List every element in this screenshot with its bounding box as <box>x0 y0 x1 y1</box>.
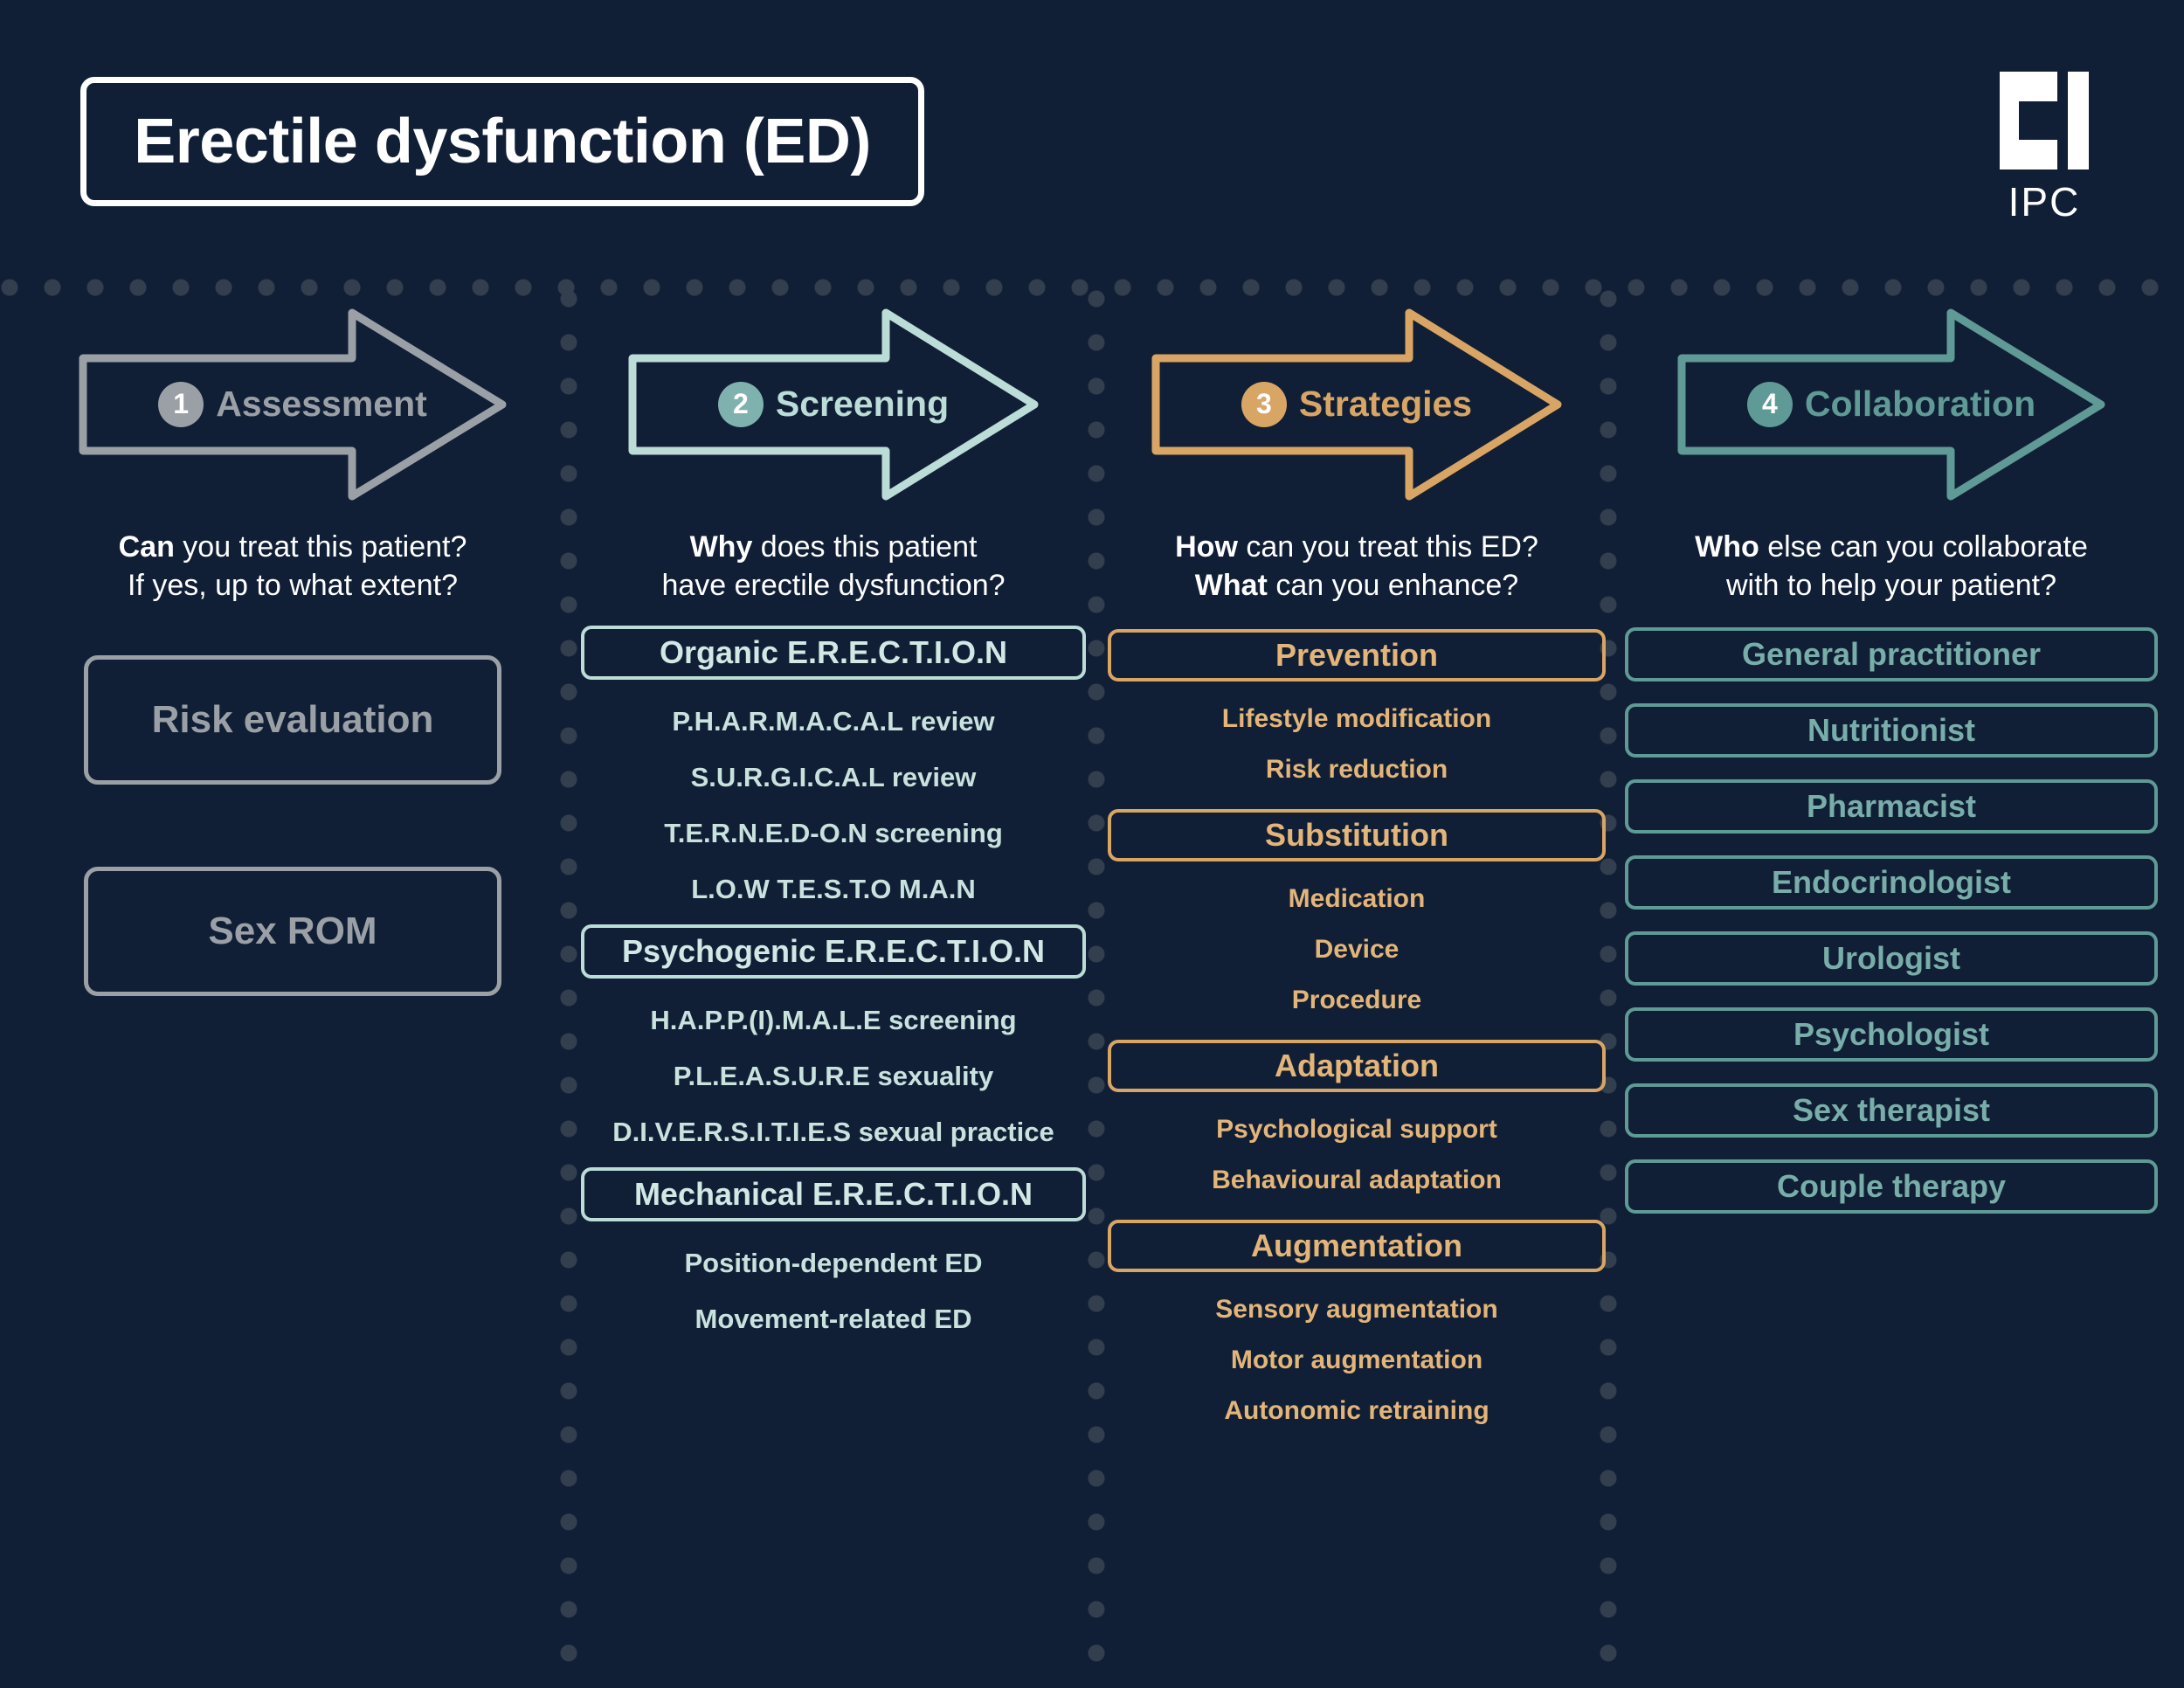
screening-item: D.I.V.E.R.S.I.T.I.E.S sexual practice <box>612 1117 1054 1148</box>
screening-group-heading-psychogenic[interactable]: Psychogenic E.R.E.C.T.I.O.N <box>581 924 1086 979</box>
strategies-group-list: Prevention Lifestyle modification Risk r… <box>1108 629 1606 1426</box>
strategies-group-heading-prevention[interactable]: Prevention <box>1108 629 1606 682</box>
screening-item: T.E.R.N.E.D-O.N screening <box>664 818 1003 849</box>
strategies-item: Procedure <box>1291 986 1422 1015</box>
collaboration-box-label: Couple therapy <box>1776 1168 2007 1205</box>
group-heading-label: Adaptation <box>1275 1048 1439 1084</box>
strategies-item: Lifestyle modification <box>1221 704 1492 734</box>
assessment-box-label: Sex ROM <box>208 910 377 953</box>
screening-item: H.A.P.P.(I).M.A.L.E screening <box>650 1005 1017 1036</box>
arrow-header-4: 4 Collaboration <box>1625 297 2158 511</box>
group-heading-label: Augmentation <box>1251 1228 1462 1264</box>
collaboration-box-endocrinologist[interactable]: Endocrinologist <box>1625 855 2158 910</box>
strategies-group-heading-substitution[interactable]: Substitution <box>1108 809 1606 862</box>
group-heading-label: Substitution <box>1265 817 1448 854</box>
screening-group-heading-mechanical[interactable]: Mechanical E.R.E.C.T.I.O.N <box>581 1167 1086 1222</box>
screening-item: S.U.R.G.I.C.A.L review <box>690 762 977 793</box>
collaboration-box-label: Psychologist <box>1793 1016 1990 1053</box>
question-3-line2-rest: can you enhance? <box>1267 568 1519 602</box>
question-2-line2: have erectile dysfunction? <box>661 568 1006 602</box>
question-3-bold: How <box>1175 530 1238 564</box>
group-heading-label: Organic E.R.E.C.T.I.O.N <box>659 634 1008 671</box>
collaboration-box-label: General practitioner <box>1741 636 2042 673</box>
spacer <box>26 785 559 867</box>
question-4-line2: with to help your patient? <box>1725 568 2057 602</box>
screening-group-list: Organic E.R.E.C.T.I.O.N P.H.A.R.M.A.C.A.… <box>581 626 1086 1335</box>
strategies-group-heading-augmentation[interactable]: Augmentation <box>1108 1220 1606 1273</box>
collaboration-box-pharmacist[interactable]: Pharmacist <box>1625 779 2158 834</box>
group-heading-label: Prevention <box>1275 637 1439 674</box>
ipc-logo: IPC <box>1974 72 2114 229</box>
question-1-bold: Can <box>118 530 175 564</box>
page-title-box: Erectile dysfunction (ED) <box>80 77 924 206</box>
collaboration-box-urologist[interactable]: Urologist <box>1625 931 2158 986</box>
screening-item: Movement-related ED <box>695 1304 972 1335</box>
strategies-item: Motor augmentation <box>1230 1346 1483 1375</box>
dotted-divider-vertical-2 <box>1087 288 1106 1688</box>
strategies-item: Sensory augmentation <box>1215 1295 1498 1325</box>
assessment-box-sex-rom[interactable]: Sex ROM <box>84 867 501 997</box>
collaboration-box-couple-therapy[interactable]: Couple therapy <box>1625 1159 2158 1214</box>
logo-text: IPC <box>2008 179 2081 225</box>
collaboration-box-sex-therapist[interactable]: Sex therapist <box>1625 1083 2158 1138</box>
screening-item: Position-dependent ED <box>684 1248 983 1279</box>
collaboration-box-label: Nutritionist <box>1807 712 1975 749</box>
column-strategies: 3 Strategies How can you treat this ED? … <box>1108 297 1606 1426</box>
question-2-bold: Why <box>689 530 753 564</box>
question-2-rest: does this patient <box>752 530 978 564</box>
question-3: How can you treat this ED? What can you … <box>1108 529 1606 605</box>
page-title: Erectile dysfunction (ED) <box>134 107 871 176</box>
question-1: Can you treat this patient? If yes, up t… <box>26 529 559 605</box>
collaboration-box-list: General practitioner Nutritionist Pharma… <box>1625 627 2158 1214</box>
assessment-box-list: Risk evaluation Sex ROM <box>26 655 559 997</box>
screening-item: L.O.W T.E.S.T.O M.A.N <box>691 874 976 905</box>
question-1-line2: If yes, up to what extent? <box>127 568 458 602</box>
strategies-item: Medication <box>1288 884 1426 914</box>
strategies-item: Psychological support <box>1216 1115 1497 1145</box>
arrow-shape-icon <box>628 308 1039 500</box>
assessment-box-risk-evaluation[interactable]: Risk evaluation <box>84 655 501 785</box>
collaboration-box-label: Sex therapist <box>1792 1092 1991 1129</box>
strategies-item: Device <box>1314 935 1400 965</box>
dotted-divider-horizontal <box>0 278 2184 297</box>
logo-bar-shape <box>2068 72 2089 169</box>
arrow-header-2: 2 Screening <box>581 297 1086 511</box>
question-2: Why does this patient have erectile dysf… <box>581 529 1086 605</box>
dotted-divider-vertical-1 <box>559 288 578 1688</box>
column-screening: 2 Screening Why does this patient have e… <box>581 297 1086 1335</box>
screening-item: P.H.A.R.M.A.C.A.L review <box>672 706 995 737</box>
group-heading-label: Psychogenic E.R.E.C.T.I.O.N <box>621 933 1046 970</box>
collaboration-box-label: Urologist <box>1822 940 1960 977</box>
screening-item: P.L.E.A.S.U.R.E sexuality <box>673 1061 994 1092</box>
collaboration-box-label: Endocrinologist <box>1772 864 2011 901</box>
collaboration-box-nutritionist[interactable]: Nutritionist <box>1625 703 2158 758</box>
question-3-line2-bold: What <box>1194 568 1268 602</box>
assessment-box-label: Risk evaluation <box>151 698 434 742</box>
question-1-rest: you treat this patient? <box>174 530 467 564</box>
ipc-logo-mark <box>2000 72 2089 169</box>
column-collaboration: 4 Collaboration Who else can you collabo… <box>1625 297 2158 1214</box>
arrow-header-3: 3 Strategies <box>1108 297 1606 511</box>
strategies-item: Risk reduction <box>1265 755 1448 785</box>
arrow-shape-icon <box>1151 308 1562 500</box>
logo-p-notch <box>2019 101 2057 140</box>
strategies-item: Autonomic retraining <box>1224 1396 1489 1426</box>
strategies-item: Behavioural adaptation <box>1212 1166 1502 1195</box>
strategies-group-heading-adaptation[interactable]: Adaptation <box>1108 1040 1606 1093</box>
question-4: Who else can you collaborate with to hel… <box>1625 529 2158 605</box>
column-assessment: 1 Assessment Can you treat this patient?… <box>26 297 559 997</box>
arrow-shape-icon <box>1677 308 2105 500</box>
screening-group-heading-organic[interactable]: Organic E.R.E.C.T.I.O.N <box>581 626 1086 681</box>
arrow-shape-icon <box>79 308 507 500</box>
question-3-rest: can you treat this ED? <box>1237 530 1538 564</box>
question-4-rest: else can you collaborate <box>1759 530 2088 564</box>
arrow-header-1: 1 Assessment <box>26 297 559 511</box>
collaboration-box-psychologist[interactable]: Psychologist <box>1625 1007 2158 1062</box>
collaboration-box-general-practitioner[interactable]: General practitioner <box>1625 627 2158 682</box>
question-4-bold: Who <box>1695 530 1759 564</box>
collaboration-box-label: Pharmacist <box>1806 788 1977 825</box>
group-heading-label: Mechanical E.R.E.C.T.I.O.N <box>633 1176 1033 1213</box>
